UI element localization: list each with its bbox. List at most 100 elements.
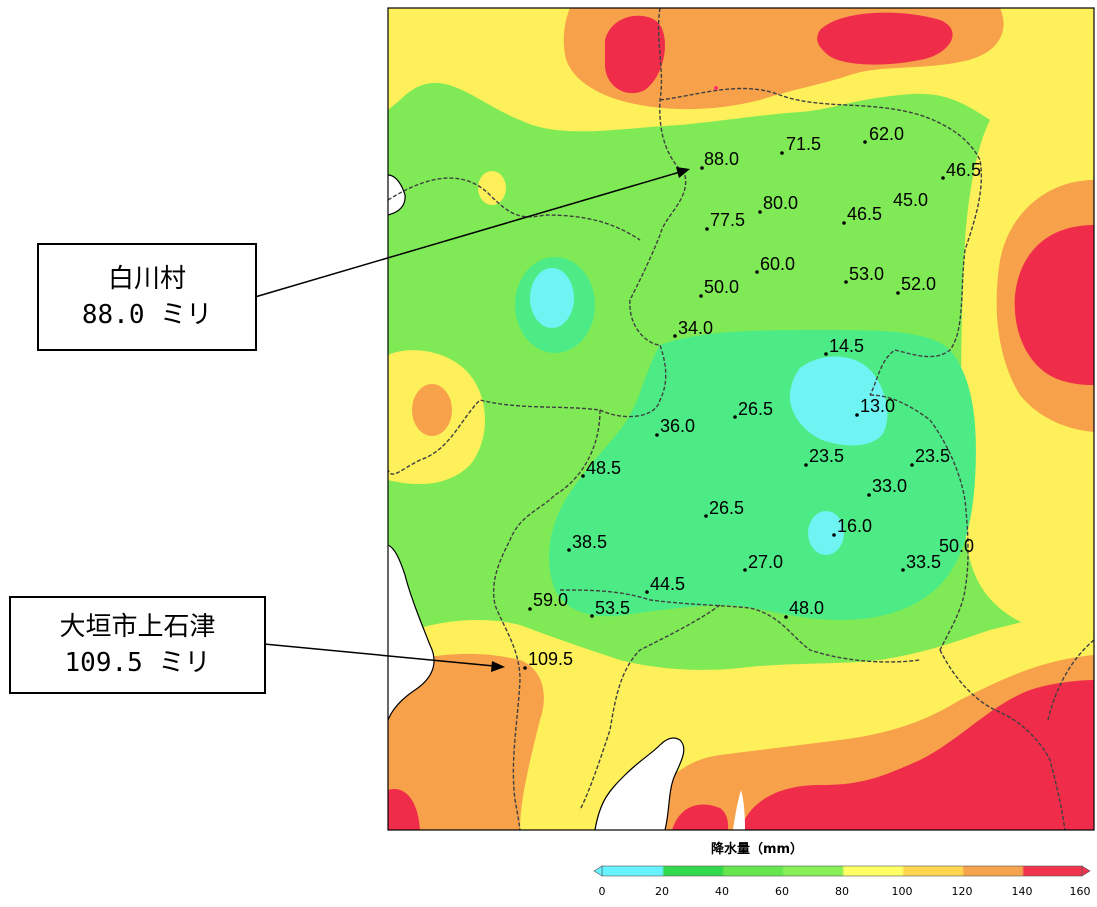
legend-tick: 120	[952, 885, 973, 898]
contour-southwest-red	[388, 789, 420, 830]
legend-tick: 100	[892, 885, 913, 898]
coastline	[388, 174, 685, 830]
legend-title: 降水量（mm）	[710, 842, 804, 857]
station-label: 26.5	[738, 399, 773, 419]
station-dot	[699, 294, 703, 298]
callout-leaders	[254, 167, 690, 672]
station-label: 33.5	[906, 552, 941, 572]
station-label: 71.5	[786, 134, 821, 154]
station-label: 62.0	[869, 124, 904, 144]
contour-west-cyan	[530, 268, 574, 328]
station-dot	[867, 493, 871, 497]
station-label: 23.5	[809, 446, 844, 466]
contour-south-orange	[388, 653, 544, 830]
station-label: 50.0	[704, 277, 739, 297]
station-label: 36.0	[660, 416, 695, 436]
map-frame	[387, 7, 1095, 831]
contour-north-red-a	[605, 15, 665, 94]
station-dot	[941, 176, 945, 180]
station-label: 33.0	[872, 476, 907, 496]
callout-amount: 109.5 ミリ	[64, 648, 211, 678]
station-dot	[567, 548, 571, 552]
station-label: 48.0	[789, 598, 824, 618]
contour-north-red-b	[817, 12, 953, 65]
station-label: 13.0	[860, 396, 895, 416]
station-dot	[528, 607, 532, 611]
station-dot	[590, 614, 594, 618]
station-dot	[824, 352, 828, 356]
station-label: 44.5	[650, 574, 685, 594]
station-label: 77.5	[710, 210, 745, 230]
legend-colorbar: 0 20 40 60 80 100 120 140 160	[593, 865, 1091, 898]
station-dot	[700, 166, 704, 170]
station-dot	[645, 590, 649, 594]
station-dot	[733, 415, 737, 419]
station-label: 60.0	[760, 254, 795, 274]
station-label: 88.0	[704, 149, 739, 169]
arrow-head-icon	[676, 167, 690, 178]
station-label: 26.5	[709, 498, 744, 518]
station-dot	[755, 270, 759, 274]
station-dot	[743, 568, 747, 572]
station-dot	[673, 334, 677, 338]
station-label: 109.5	[528, 649, 573, 669]
station-label: 27.0	[748, 552, 783, 572]
station-label: 38.5	[572, 532, 607, 552]
callout-amount: 88.0 ミリ	[81, 300, 213, 330]
legend-tick: 20	[655, 885, 669, 898]
station-dot	[842, 221, 846, 225]
contour-southeast-red	[740, 680, 1094, 830]
contour-south-red-small	[672, 804, 729, 830]
marker-dot	[714, 86, 718, 90]
station-label: 34.0	[678, 318, 713, 338]
station-label: 80.0	[763, 193, 798, 213]
sea-bay-west	[388, 545, 435, 720]
station-label: 50.0	[939, 536, 974, 556]
station-label: 23.5	[915, 446, 950, 466]
station-label: 59.0	[533, 590, 568, 610]
station-dot	[780, 151, 784, 155]
station-dot	[863, 140, 867, 144]
contour-small-yellow	[478, 171, 506, 205]
prefecture-borders	[388, 8, 1094, 830]
callout-place: 白川村	[107, 264, 186, 294]
station-label: 53.5	[595, 598, 630, 618]
station-dot	[855, 413, 859, 417]
legend-tick: 40	[715, 885, 729, 898]
callout-ogaki-kamiishizu: 大垣市上石津 109.5 ミリ	[9, 596, 266, 694]
contour-west-orange	[412, 384, 452, 436]
station-layer: 88.0 71.5 62.0 46.5 77.5 80.0 46.5 45.0 …	[523, 124, 981, 670]
legend-arrow-right-icon	[1081, 865, 1091, 877]
station-dot	[705, 227, 709, 231]
station-label: 46.5	[847, 204, 882, 224]
station-label: 48.5	[586, 458, 621, 478]
station-dot	[804, 463, 808, 467]
sea-notch-se	[733, 790, 745, 830]
callout-place: 大垣市上石津	[59, 612, 216, 642]
legend-arrow-left-icon	[593, 865, 603, 877]
station-dot	[655, 433, 659, 437]
legend-tick: 160	[1070, 885, 1091, 898]
station-dot	[758, 210, 762, 214]
legend-tick: 140	[1012, 885, 1033, 898]
station-dot	[523, 666, 527, 670]
station-dot	[832, 533, 836, 537]
station-dot	[784, 615, 788, 619]
legend-tick: 80	[835, 885, 849, 898]
callout-shirakawa: 白川村 88.0 ミリ	[37, 243, 257, 351]
station-dot	[901, 568, 905, 572]
arrow-head-icon	[491, 661, 505, 672]
station-label: 46.5	[946, 160, 981, 180]
contour-east-red	[1014, 225, 1094, 386]
station-dot	[910, 463, 914, 467]
precipitation-contours	[388, 8, 1094, 830]
legend-tick: 0	[599, 885, 606, 898]
station-dot	[844, 280, 848, 284]
station-label: 52.0	[901, 274, 936, 294]
contour-0-20-a	[789, 356, 888, 446]
station-label: 14.5	[829, 336, 864, 356]
station-dot	[896, 291, 900, 295]
station-label: 53.0	[849, 264, 884, 284]
station-dot	[581, 474, 585, 478]
